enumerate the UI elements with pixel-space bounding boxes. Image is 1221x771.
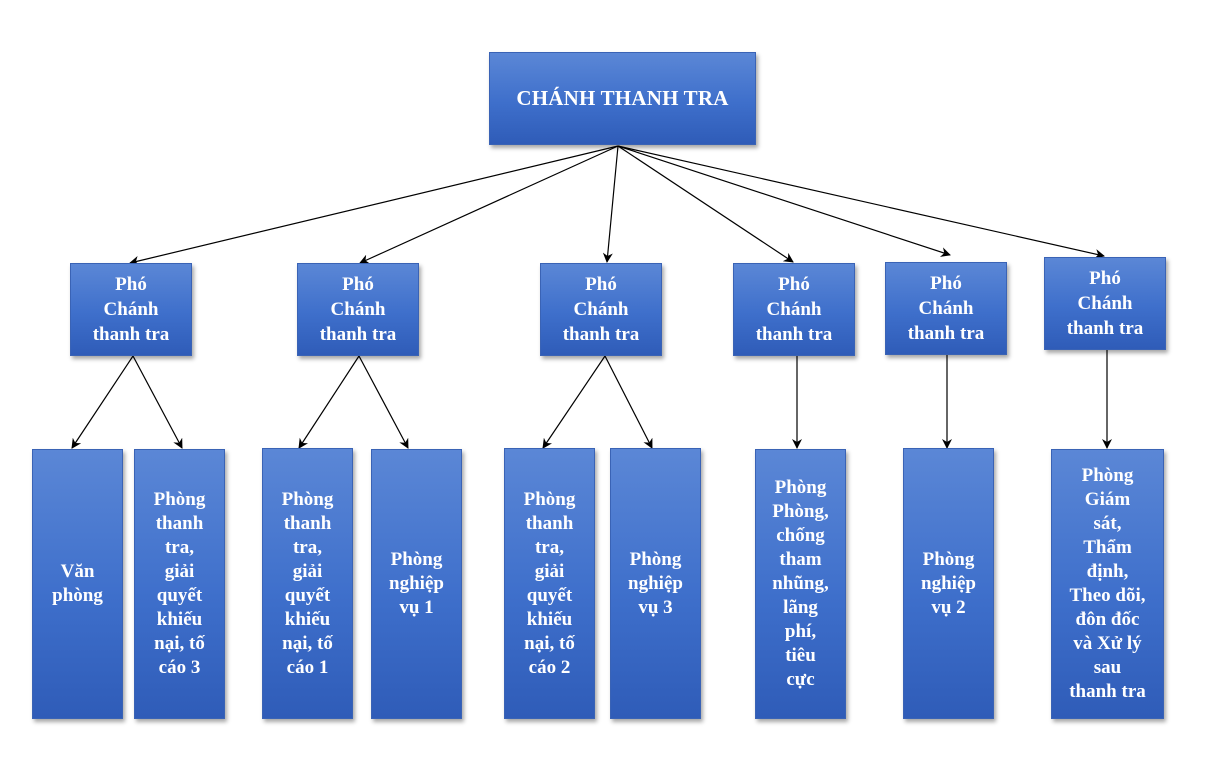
deputy-node-6: Phó Chánh thanh tra bbox=[1044, 257, 1166, 350]
deputy-label-4: Phó Chánh thanh tra bbox=[755, 274, 833, 345]
edge-root-deputy-3 bbox=[602, 145, 619, 263]
dept-label-1: Văn phòng bbox=[52, 561, 103, 606]
dept-label-3: Phòng thanh tra, giải quyết khiếu nại, t… bbox=[281, 488, 334, 678]
deputy-label-6: Phó Chánh thanh tra bbox=[1066, 268, 1144, 339]
deputy-node-3: Phó Chánh thanh tra bbox=[540, 263, 662, 356]
dept-label-9: Phòng Giám sát, Thẩm định, Theo dõi, đôn… bbox=[1069, 465, 1146, 702]
chief-inspector-node: CHÁNH THANH TRA bbox=[489, 52, 756, 145]
dept-node-7: Phòng Phòng, chống tham nhũng, lãng phí,… bbox=[755, 449, 846, 719]
edge-deputy-3-dept-6 bbox=[604, 355, 653, 449]
deputy-label-2: Phó Chánh thanh tra bbox=[319, 274, 397, 345]
edge-deputy-1-dept-2 bbox=[132, 355, 183, 449]
dept-node-5: Phòng thanh tra, giải quyết khiếu nại, t… bbox=[504, 448, 595, 719]
deputy-label-5: Phó Chánh thanh tra bbox=[907, 273, 985, 344]
dept-node-4: Phòng nghiệp vụ 1 bbox=[371, 449, 462, 719]
deputy-node-5: Phó Chánh thanh tra bbox=[885, 262, 1007, 355]
dept-label-2: Phòng thanh tra, giải quyết khiếu nại, t… bbox=[153, 489, 206, 678]
dept-node-2: Phòng thanh tra, giải quyết khiếu nại, t… bbox=[134, 449, 225, 719]
dept-label-5: Phòng thanh tra, giải quyết khiếu nại, t… bbox=[523, 488, 576, 678]
deputy-node-2: Phó Chánh thanh tra bbox=[297, 263, 419, 356]
edge-root-deputy-5 bbox=[617, 145, 951, 257]
dept-label-8: Phòng nghiệp vụ 2 bbox=[921, 548, 976, 618]
dept-node-3: Phòng thanh tra, giải quyết khiếu nại, t… bbox=[262, 448, 353, 719]
deputy-label-1: Phó Chánh thanh tra bbox=[92, 274, 170, 345]
dept-node-9: Phòng Giám sát, Thẩm định, Theo dõi, đôn… bbox=[1051, 449, 1164, 719]
dept-node-8: Phòng nghiệp vụ 2 bbox=[903, 448, 994, 719]
dept-node-1: Văn phòng bbox=[32, 449, 123, 719]
edge-root-deputy-1 bbox=[129, 145, 619, 266]
edge-deputy-1-dept-1 bbox=[71, 355, 134, 449]
edge-deputy-2-dept-3 bbox=[298, 355, 360, 449]
edge-deputy-2-dept-4 bbox=[358, 355, 409, 449]
edge-root-deputy-2 bbox=[359, 145, 619, 264]
dept-label-4: Phòng nghiệp vụ 1 bbox=[389, 549, 444, 618]
dept-label-7: Phòng Phòng, chống tham nhũng, lãng phí,… bbox=[772, 477, 829, 690]
edge-root-deputy-6 bbox=[617, 145, 1105, 259]
chief-inspector-label: CHÁNH THANH TRA bbox=[516, 86, 729, 110]
deputy-node-4: Phó Chánh thanh tra bbox=[733, 263, 855, 356]
edge-root-deputy-4 bbox=[617, 145, 794, 263]
edge-deputy-3-dept-5 bbox=[542, 355, 606, 449]
deputy-node-1: Phó Chánh thanh tra bbox=[70, 263, 192, 356]
dept-label-6: Phòng nghiệp vụ 3 bbox=[628, 548, 683, 618]
dept-node-6: Phòng nghiệp vụ 3 bbox=[610, 448, 701, 719]
deputy-label-3: Phó Chánh thanh tra bbox=[562, 274, 640, 345]
